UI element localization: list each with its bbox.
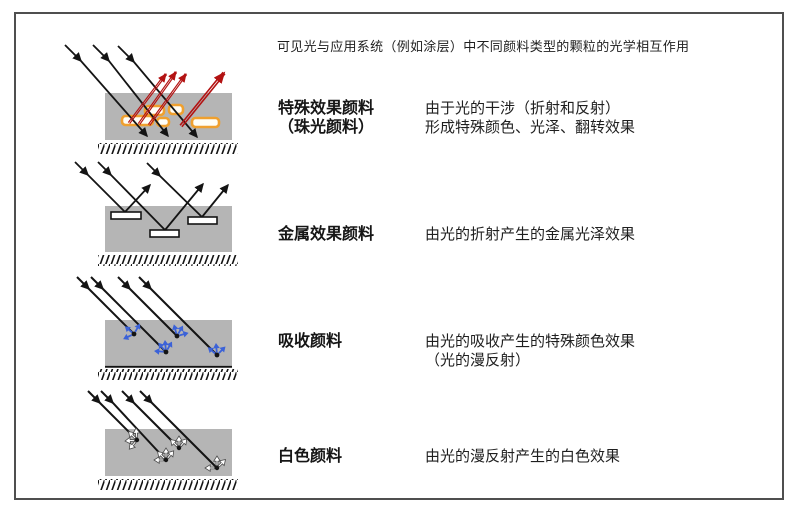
desc-line: 由于光的干涉（折射和反射） <box>425 100 621 117</box>
incident-rays <box>87 390 218 469</box>
label-line: 金属效果颜料 <box>278 226 375 243</box>
row-label-absorption: 吸收颜料 <box>278 332 342 351</box>
substrate-hatch <box>98 255 238 266</box>
desc-line: 形成特殊颜色、光泽、翻转效果 <box>425 119 636 136</box>
row-desc-absorption: 由光的吸收产生的特殊颜色效果 （光的漫反射） <box>425 332 635 370</box>
incident-rays <box>64 44 198 139</box>
page-title: 可见光与应用系统（例如涂层）中不同颜料类型的颗粒的光学相互作用 <box>277 39 690 54</box>
metallic-diagram <box>74 161 238 266</box>
row-desc-white: 由光的漫反射产生的白色效果 <box>425 447 620 466</box>
specular-reflected-rays <box>124 182 229 231</box>
row-desc-pearlescent: 由于光的干涉（折射和反射） 形成特殊颜色、光泽、翻转效果 <box>425 99 635 137</box>
pigment-particles <box>131 331 220 358</box>
row-label-pearlescent: 特殊效果颜料 （珠光颜料） <box>278 99 374 137</box>
desc-line: 由光的吸收产生的特殊颜色效果 <box>425 333 636 350</box>
row-label-white: 白色颜料 <box>278 447 342 466</box>
absorption-diagram <box>76 276 238 380</box>
row-label-metallic: 金属效果颜料 <box>278 225 374 244</box>
label-line: 特殊效果颜料 <box>278 100 375 117</box>
pigment-optics-diagrams <box>64 44 238 490</box>
substrate-hatch <box>98 143 238 154</box>
label-line: （珠光颜料） <box>278 119 375 136</box>
pigment-particles <box>134 437 220 471</box>
desc-line: 由光的折射产生的金属光泽效果 <box>425 226 636 243</box>
desc-line: 由光的漫反射产生的白色效果 <box>425 448 621 465</box>
interference-reflected-rays <box>127 71 226 128</box>
label-line: 白色颜料 <box>278 448 343 465</box>
desc-line: （光的漫反射） <box>425 352 531 369</box>
white-pigment-diagram <box>87 390 238 490</box>
substrate-hatch <box>98 369 238 380</box>
row-desc-metallic: 由光的折射产生的金属光泽效果 <box>425 225 635 244</box>
substrate-hatch <box>98 479 238 490</box>
label-line: 吸收颜料 <box>278 333 343 350</box>
pearlescent-diagram <box>64 44 238 154</box>
incident-rays <box>76 276 218 356</box>
